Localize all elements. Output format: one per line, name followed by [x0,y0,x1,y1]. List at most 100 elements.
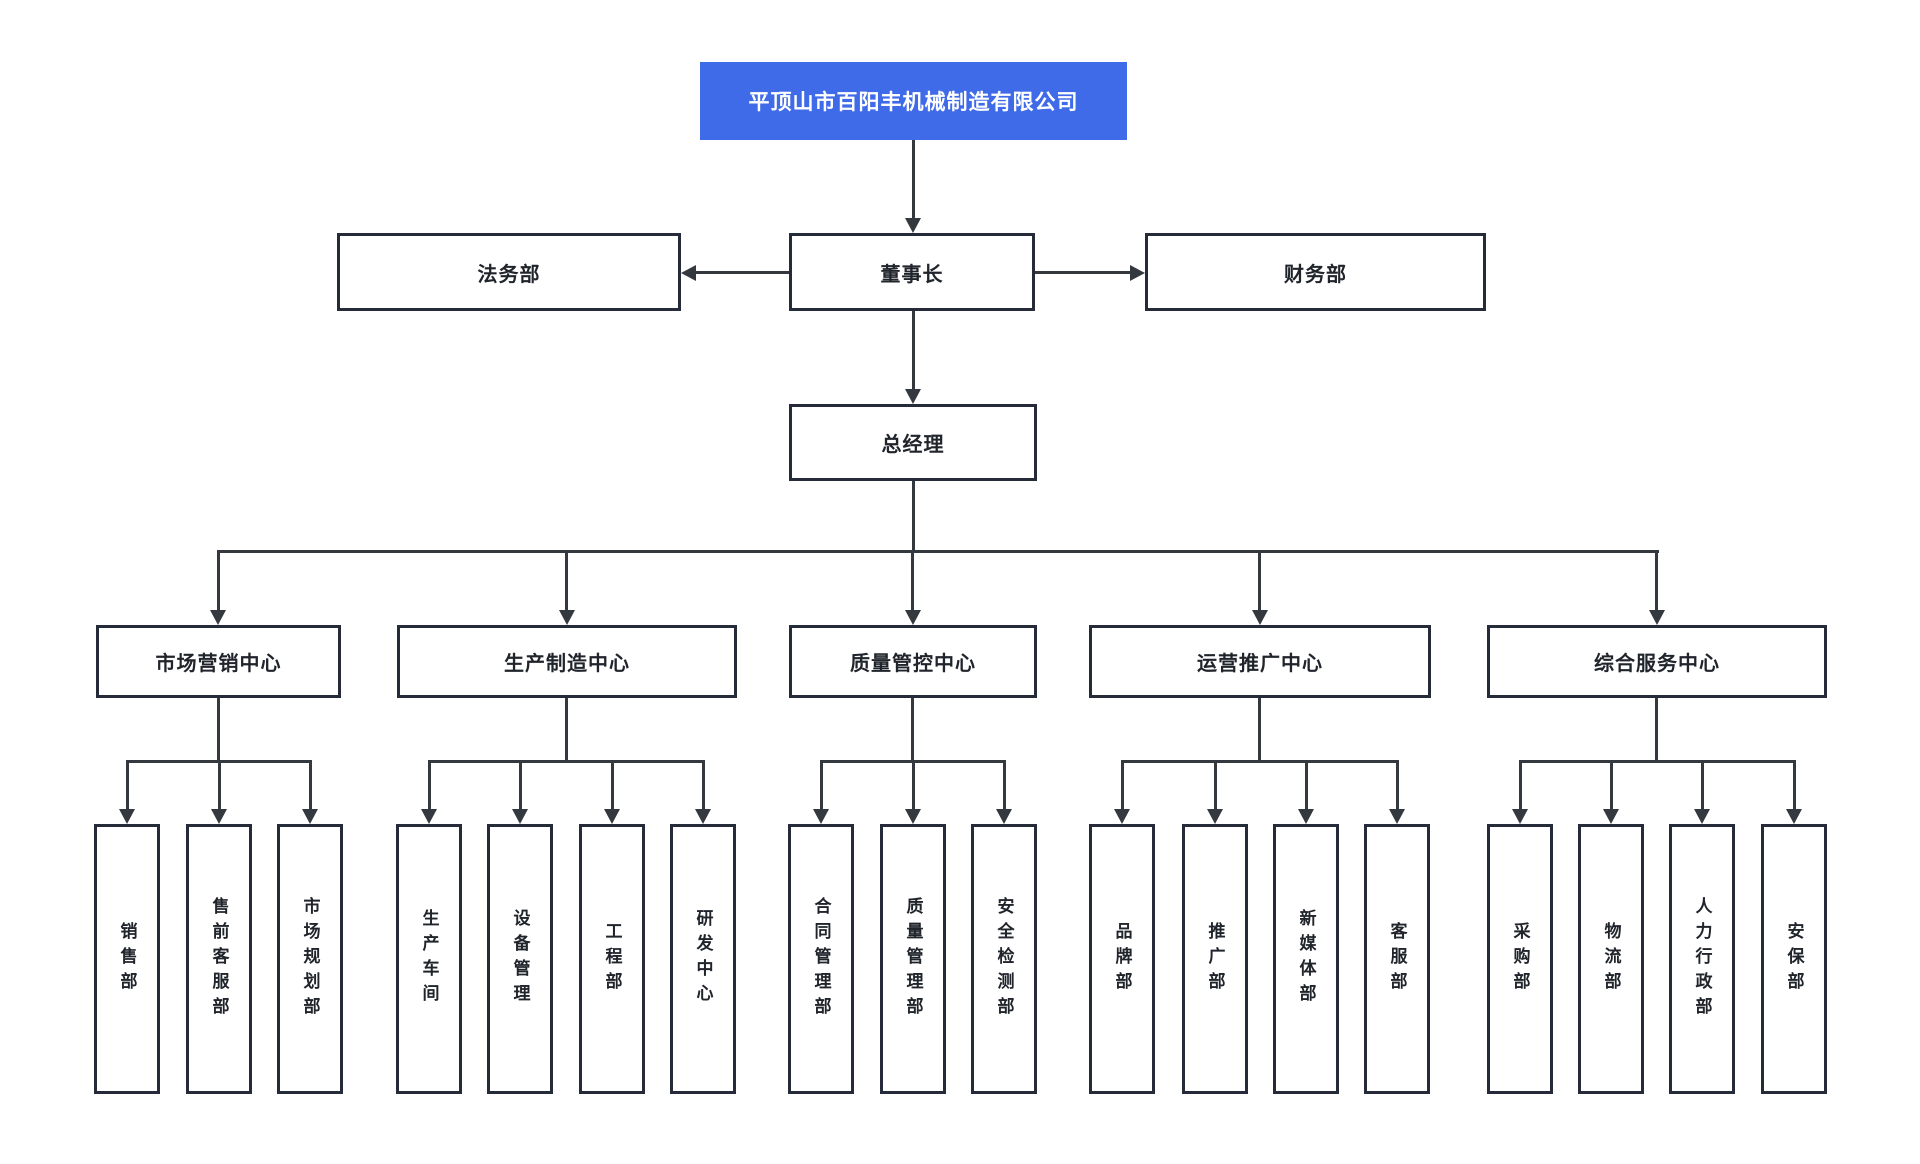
node-production-center[interactable]: 生产制造中心 [397,625,737,698]
node-security-dept[interactable]: 安保部 [1761,824,1827,1094]
hr-admin-dept-label: 人力行政部 [1692,896,1712,1022]
connector-child-bus [1121,760,1398,763]
production-workshop-label: 生产车间 [419,909,439,1009]
connector-arrow [1207,809,1223,824]
connector-drop [1214,760,1217,810]
production-center-label: 生产制造中心 [504,653,630,675]
connector-drop [611,760,614,810]
node-legal-dept[interactable]: 法务部 [337,233,681,311]
node-market-planning-dept[interactable]: 市场规划部 [277,824,343,1094]
sales-dept-label: 销售部 [117,921,137,997]
quality-management-dept-label: 质量管理部 [903,896,923,1022]
node-sales-dept[interactable]: 销售部 [94,824,160,1094]
connector-chairman-finance [1035,271,1130,274]
node-engineering-dept[interactable]: 工程部 [579,824,645,1094]
node-contract-management-dept[interactable]: 合同管理部 [788,824,854,1094]
operations-center-label: 运营推广中心 [1197,653,1323,675]
connector-arrow [512,809,528,824]
connector-arrow [905,809,921,824]
connector-arrow [302,809,318,824]
node-customer-service-dept[interactable]: 客服部 [1364,824,1430,1094]
connector-drop [1655,550,1658,610]
connector-arrow [1694,809,1710,824]
connector-drop [126,760,129,810]
connector-arrow [905,218,921,233]
connector-root-chairman [912,140,915,220]
node-services-center[interactable]: 综合服务中心 [1487,625,1827,698]
connector-child-bus [1519,760,1795,763]
connector-arrow [813,809,829,824]
node-company-root[interactable]: 平顶山市百阳丰机械制造有限公司 [700,62,1127,140]
connector-arrow [905,389,921,404]
node-equipment-management[interactable]: 设备管理 [487,824,553,1094]
general-manager-label: 总经理 [881,434,945,456]
node-hr-admin-dept[interactable]: 人力行政部 [1669,824,1735,1094]
promotion-dept-label: 推广部 [1205,921,1225,997]
connector-arrow [695,809,711,824]
node-promotion-dept[interactable]: 推广部 [1182,824,1248,1094]
connector-drop [1793,760,1796,810]
connector-chairman-legal [696,271,789,274]
connector-child-bus [428,760,704,763]
contract-management-dept-label: 合同管理部 [811,896,831,1022]
market-planning-dept-label: 市场规划部 [300,896,320,1022]
node-brand-dept[interactable]: 品牌部 [1089,824,1155,1094]
chairman-label: 董事长 [880,263,944,286]
connector-drop [218,760,221,810]
connector-arrow [1114,809,1130,824]
connector-drop [428,760,431,810]
procurement-dept-label: 采购部 [1510,921,1530,997]
node-procurement-dept[interactable]: 采购部 [1487,824,1553,1094]
equipment-management-label: 设备管理 [510,909,530,1009]
company-name: 平顶山市百阳丰机械制造有限公司 [748,91,1079,114]
connector-drop [565,550,568,610]
legal-dept-label: 法务部 [477,263,541,286]
presales-service-dept-label: 售前客服部 [209,896,229,1022]
connector-arrow [1649,610,1665,625]
node-quality-center[interactable]: 质量管控中心 [789,625,1037,698]
node-presales-service-dept[interactable]: 售前客服部 [186,824,252,1094]
connector-arrow [1130,265,1145,281]
node-finance-dept[interactable]: 财务部 [1145,233,1486,311]
connector-main-bus [217,550,1659,553]
connector-arrow [996,809,1012,824]
node-chairman[interactable]: 董事长 [789,233,1035,311]
connector-drop [1305,760,1308,810]
node-safety-inspection-dept[interactable]: 安全检测部 [971,824,1037,1094]
connector-arrow [210,610,226,625]
node-general-manager[interactable]: 总经理 [789,404,1037,481]
connector-drop [519,760,522,810]
connector-drop [1610,760,1613,810]
connector-drop [1519,760,1522,810]
connector-arrow [1298,809,1314,824]
node-logistics-dept[interactable]: 物流部 [1578,824,1644,1094]
rd-center-label: 研发中心 [693,909,713,1009]
connector-center-stem [911,697,914,762]
node-quality-management-dept[interactable]: 质量管理部 [880,824,946,1094]
quality-center-label: 质量管控中心 [850,653,976,675]
connector-drop [911,550,914,610]
connector-center-stem [565,697,568,762]
new-media-dept-label: 新媒体部 [1296,909,1316,1009]
connector-arrow [1252,610,1268,625]
connector-drop [912,760,915,810]
node-operations-center[interactable]: 运营推广中心 [1089,625,1431,698]
connector-arrow [211,809,227,824]
services-center-label: 综合服务中心 [1594,653,1720,675]
connector-center-stem [1258,697,1261,762]
brand-dept-label: 品牌部 [1112,921,1132,997]
safety-inspection-dept-label: 安全检测部 [994,896,1014,1022]
logistics-dept-label: 物流部 [1601,921,1621,997]
node-production-workshop[interactable]: 生产车间 [396,824,462,1094]
engineering-dept-label: 工程部 [602,921,622,997]
connector-arrow [1512,809,1528,824]
connector-arrow [905,610,921,625]
connector-arrow [119,809,135,824]
node-marketing-center[interactable]: 市场营销中心 [96,625,341,698]
customer-service-dept-label: 客服部 [1387,921,1407,997]
connector-drop [1121,760,1124,810]
node-new-media-dept[interactable]: 新媒体部 [1273,824,1339,1094]
node-rd-center[interactable]: 研发中心 [670,824,736,1094]
connector-center-stem [217,697,220,762]
